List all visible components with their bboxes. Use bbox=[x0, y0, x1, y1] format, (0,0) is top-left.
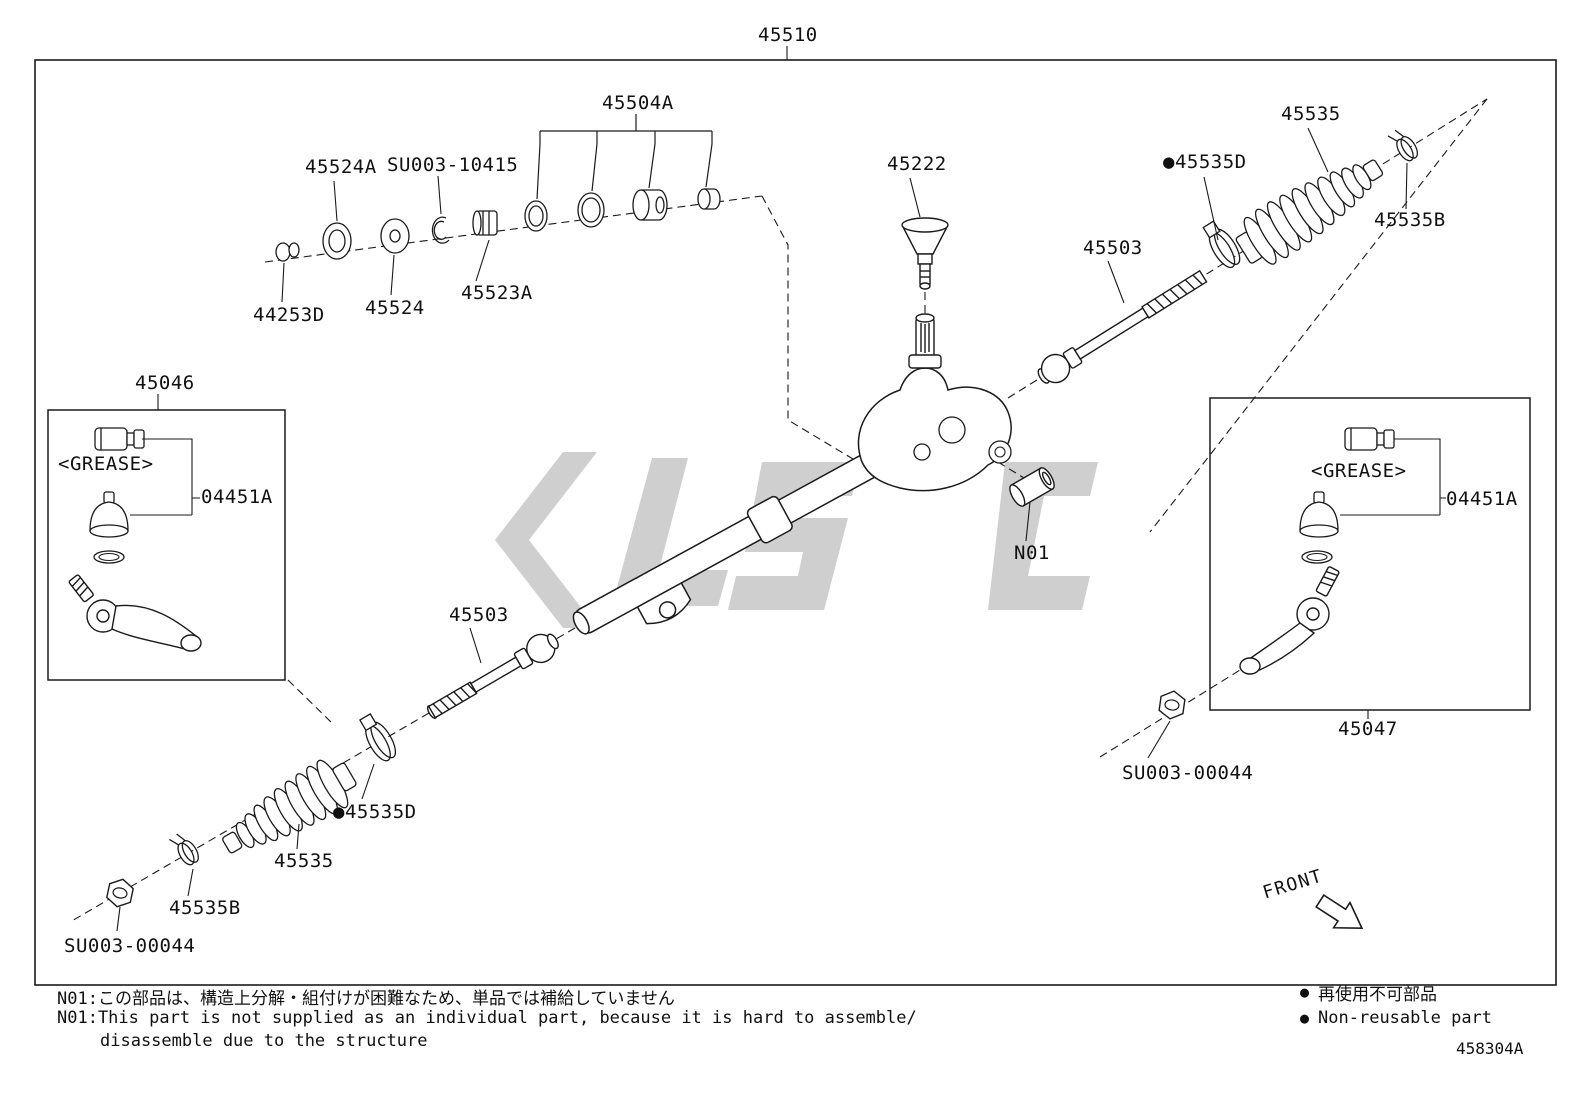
clamp-45535B-upper bbox=[1387, 129, 1419, 162]
part-callout-44253D[interactable]: 44253D bbox=[253, 304, 325, 326]
bushing-N01 bbox=[1009, 467, 1055, 507]
part-callout-04451A-right[interactable]: 04451A bbox=[1446, 488, 1518, 510]
rack-housing-assembly bbox=[572, 313, 1012, 635]
grease-bottle-icon bbox=[94, 427, 145, 451]
part-callout-45535B-upper[interactable]: 45535B bbox=[1374, 209, 1446, 231]
grease-bottle-icon bbox=[1344, 427, 1395, 451]
seal-kit-parts bbox=[275, 188, 721, 262]
leader-lines bbox=[116, 46, 1408, 932]
part-callout-SU003-00044-right[interactable]: SU003-00044 bbox=[1122, 762, 1254, 784]
part-callout-45503-lower[interactable]: 45503 bbox=[449, 604, 509, 626]
footnote-n01-japanese: N01:この部品は、構造上分解・組付けが困難なため、単品では補給していません bbox=[57, 989, 675, 1009]
legend-non-reusable-jp: ● 再使用不可部品 bbox=[1300, 980, 1438, 1006]
pinion-cap-45222 bbox=[901, 217, 949, 290]
pinion-input-shaft bbox=[908, 313, 942, 369]
legend-non-reusable-en: ● Non-reusable part bbox=[1300, 1008, 1492, 1028]
clamp-45535D-upper bbox=[1202, 220, 1241, 269]
part-callout-45535D-upper[interactable]: ●45535D bbox=[1163, 151, 1247, 173]
part-callout-SU003-00044-left[interactable]: SU003-00044 bbox=[64, 935, 196, 957]
footnote-n01-english: N01:This part is not supplied as an indi… bbox=[57, 1008, 917, 1028]
inner-tie-rod-right bbox=[1037, 269, 1208, 384]
part-callout-45535-lower[interactable]: 45535 bbox=[274, 850, 334, 872]
grease-label-right: <GREASE> bbox=[1311, 460, 1407, 482]
part-callout-45046[interactable]: 45046 bbox=[135, 372, 195, 394]
part-callout-45503-upper[interactable]: 45503 bbox=[1083, 237, 1143, 259]
grease-kit-box-left bbox=[47, 409, 286, 681]
part-callout-45510[interactable]: 45510 bbox=[758, 24, 818, 46]
boot-45535-upper bbox=[1235, 159, 1384, 265]
figure-number: 458304A bbox=[1456, 1039, 1524, 1058]
front-arrow-icon bbox=[1315, 894, 1364, 930]
part-callout-45524A[interactable]: 45524A bbox=[305, 156, 377, 178]
dust-cover-icon bbox=[1299, 491, 1339, 538]
part-callout-45524[interactable]: 45524 bbox=[365, 297, 425, 319]
part-callout-45535D-lower[interactable]: ●45535D bbox=[333, 801, 417, 823]
nut-SU003-00044-left bbox=[106, 878, 134, 908]
diagram-border bbox=[34, 59, 1557, 986]
part-callout-45222[interactable]: 45222 bbox=[887, 153, 947, 175]
bracket-45504A bbox=[536, 114, 713, 200]
grease-label-left: <GREASE> bbox=[58, 453, 154, 475]
part-callout-N01[interactable]: N01 bbox=[1014, 542, 1050, 564]
inner-tie-rod-left bbox=[426, 633, 559, 719]
part-callout-45523A[interactable]: 45523A bbox=[461, 282, 533, 304]
boot-45535-lower bbox=[222, 759, 357, 854]
watermark bbox=[495, 452, 1098, 628]
legend-text-jp: 再使用不可部品 bbox=[1318, 985, 1438, 1005]
clamp-45535B-lower bbox=[169, 833, 199, 866]
part-callout-45504A[interactable]: 45504A bbox=[602, 92, 674, 114]
grease-kit-box-right bbox=[1209, 397, 1531, 711]
part-callout-04451A-left[interactable]: 04451A bbox=[201, 486, 273, 508]
tie-rod-end-right bbox=[1239, 566, 1340, 675]
part-callout-45047[interactable]: 45047 bbox=[1338, 718, 1398, 740]
part-callout-SU003-10415[interactable]: SU003-10415 bbox=[387, 154, 519, 176]
non-reusable-bullet-icon: ● bbox=[1300, 983, 1310, 1001]
tie-rod-end-left bbox=[68, 574, 202, 652]
dust-cover-icon bbox=[89, 491, 129, 538]
legend-text-en: Non-reusable part bbox=[1318, 1008, 1493, 1028]
clamp-45535D-lower bbox=[359, 713, 397, 762]
non-reusable-bullet-icon: ● bbox=[1300, 1008, 1310, 1027]
nut-SU003-00044-right bbox=[1158, 690, 1186, 720]
part-callout-45535-upper[interactable]: 45535 bbox=[1281, 103, 1341, 125]
footnote-n01-english-cont: disassemble due to the structure bbox=[100, 1031, 428, 1051]
part-callout-45535B-lower[interactable]: 45535B bbox=[169, 897, 241, 919]
